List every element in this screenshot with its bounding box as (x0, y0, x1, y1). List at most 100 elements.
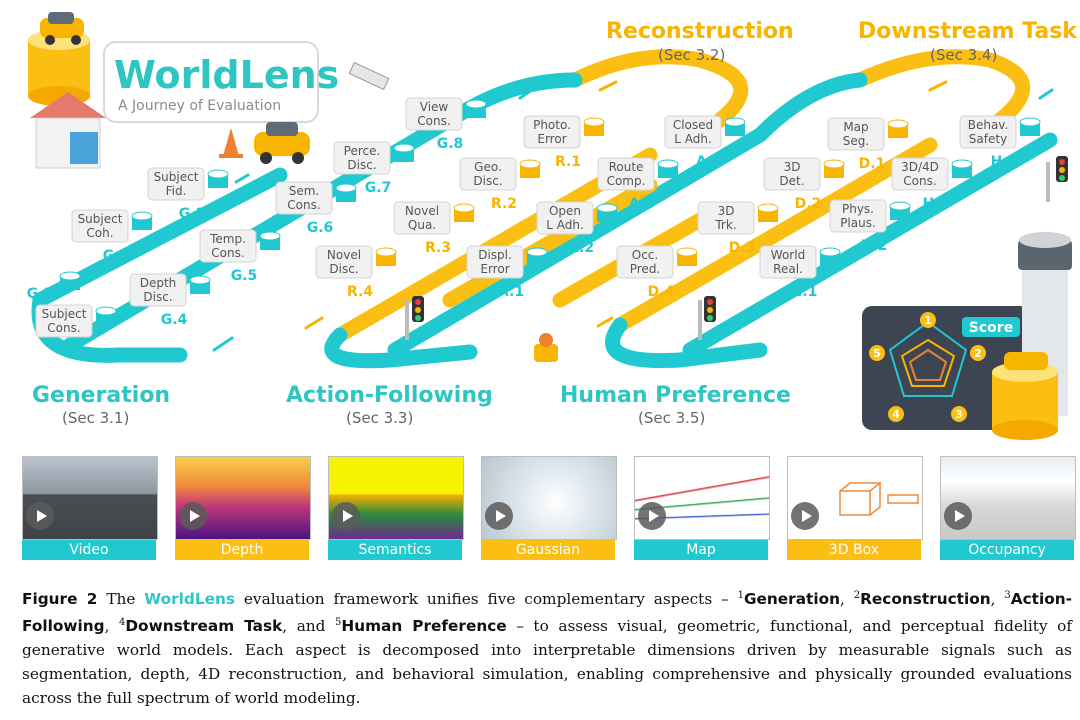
thumb-3d-box[interactable]: 3D Box (787, 456, 923, 562)
node-label-box (199, 229, 257, 263)
node-label-line: Pred. (630, 262, 661, 276)
node-label-line: Closed (673, 118, 713, 132)
node-label-line: Cons. (47, 321, 80, 335)
node-label-line: Sem. (289, 184, 320, 198)
node-cylinder-top (453, 203, 475, 213)
play-icon[interactable] (791, 502, 819, 530)
traffic-light-icon (405, 296, 424, 340)
node-label-box (827, 117, 885, 151)
node-cylinder-top (259, 231, 281, 241)
dimension-node[interactable]: Occ.Pred.D.4 (616, 245, 698, 300)
dimension-node[interactable]: Temp.Cons.G.5 (199, 229, 281, 284)
thumb-gaussian[interactable]: Gaussian (481, 456, 617, 562)
superscript: 3 (1004, 590, 1011, 601)
node-label-line: Subject (42, 307, 87, 321)
play-icon[interactable] (638, 502, 666, 530)
radar-outline (888, 320, 968, 397)
traffic-cone-icon (219, 128, 243, 158)
node-label-line: Trk. (714, 218, 736, 232)
node-label-line: Route (609, 160, 644, 174)
node-cylinder-top (519, 159, 541, 169)
node-code: R.3 (425, 240, 451, 256)
node-code: R.1 (555, 154, 581, 170)
dimension-node[interactable]: Perce.Disc.G.7 (333, 141, 415, 196)
caption-text: and (296, 617, 326, 636)
node-label-line: Cons. (417, 114, 450, 128)
stage-human-preference: Human Preference (Sec 3.5) (560, 383, 791, 427)
node-code: D.4 (648, 284, 675, 300)
node-code: A.1 (498, 284, 524, 300)
car-icon (254, 122, 310, 164)
node-cylinder-top (465, 99, 487, 109)
node-label-box (275, 181, 333, 215)
node-label-line: Det. (779, 174, 804, 188)
stage-action-following: Action-Following (Sec 3.3) (286, 383, 493, 427)
radar-score-a (900, 338, 956, 387)
node-cylinder-top (889, 201, 911, 211)
node-label-line: Error (480, 262, 509, 276)
node-label-box (523, 115, 581, 149)
thumb-occupancy[interactable]: Occupancy (940, 456, 1076, 562)
stage-title: Human Preference (560, 383, 791, 408)
node-label-line: Cons. (287, 198, 320, 212)
stage-section: (Sec 3.1) (62, 409, 129, 427)
modality-strip: Video Depth Semantics Gaussian Map 3D Bo… (22, 456, 1076, 564)
play-icon[interactable] (179, 502, 207, 530)
thumb-map[interactable]: Map (634, 456, 770, 562)
node-cylinder-top (596, 203, 618, 213)
score-label: Score (969, 320, 1013, 336)
radar-label: 5 (873, 347, 881, 360)
play-icon[interactable] (944, 502, 972, 530)
node-cylinder-top (189, 275, 211, 285)
node-cylinder-top (131, 211, 153, 221)
dimension-node[interactable]: Sem.Cons.G.6 (275, 181, 357, 236)
thumb-depth[interactable]: Depth (175, 456, 311, 562)
box-wireframe-icon (839, 482, 919, 516)
node-code: H.3 (923, 196, 950, 212)
node-code: G.5 (231, 268, 258, 284)
play-icon[interactable] (332, 502, 360, 530)
radar-label: 4 (892, 408, 900, 421)
play-icon[interactable] (485, 502, 513, 530)
node-label-box (697, 201, 755, 235)
node-code: G.8 (437, 136, 464, 152)
dimension-node[interactable]: Phys.Plaus.H.2 (829, 199, 911, 254)
node-cylinder-top (95, 306, 117, 316)
node-label-box (466, 245, 524, 279)
figure-caption: Figure 2 The WorldLens evaluation framew… (22, 590, 1073, 708)
aspect-downstream-task: Downstream Task (125, 617, 283, 636)
node-label-line: Novel (327, 248, 361, 262)
play-icon[interactable] (26, 502, 54, 530)
node-code: G.2 (103, 248, 130, 264)
roadmap-diagram: WorldLens A Journey of Evaluation (27, 12, 1078, 440)
stage-section: (Sec 3.5) (638, 409, 705, 427)
node-label-box (959, 115, 1017, 149)
caption-text: The (106, 590, 136, 609)
node-label-line: Disc. (473, 174, 502, 188)
node-label-line: Disc. (329, 262, 358, 276)
stage-section: (Sec 3.4) (930, 46, 997, 64)
dimension-node[interactable]: G.3 (27, 271, 81, 302)
thumb-semantics[interactable]: Semantics (328, 456, 464, 562)
thumb-video[interactable]: Video (22, 456, 158, 562)
node-label-box (129, 273, 187, 307)
dimension-node[interactable]: Geo.Disc.R.2 (459, 157, 541, 212)
